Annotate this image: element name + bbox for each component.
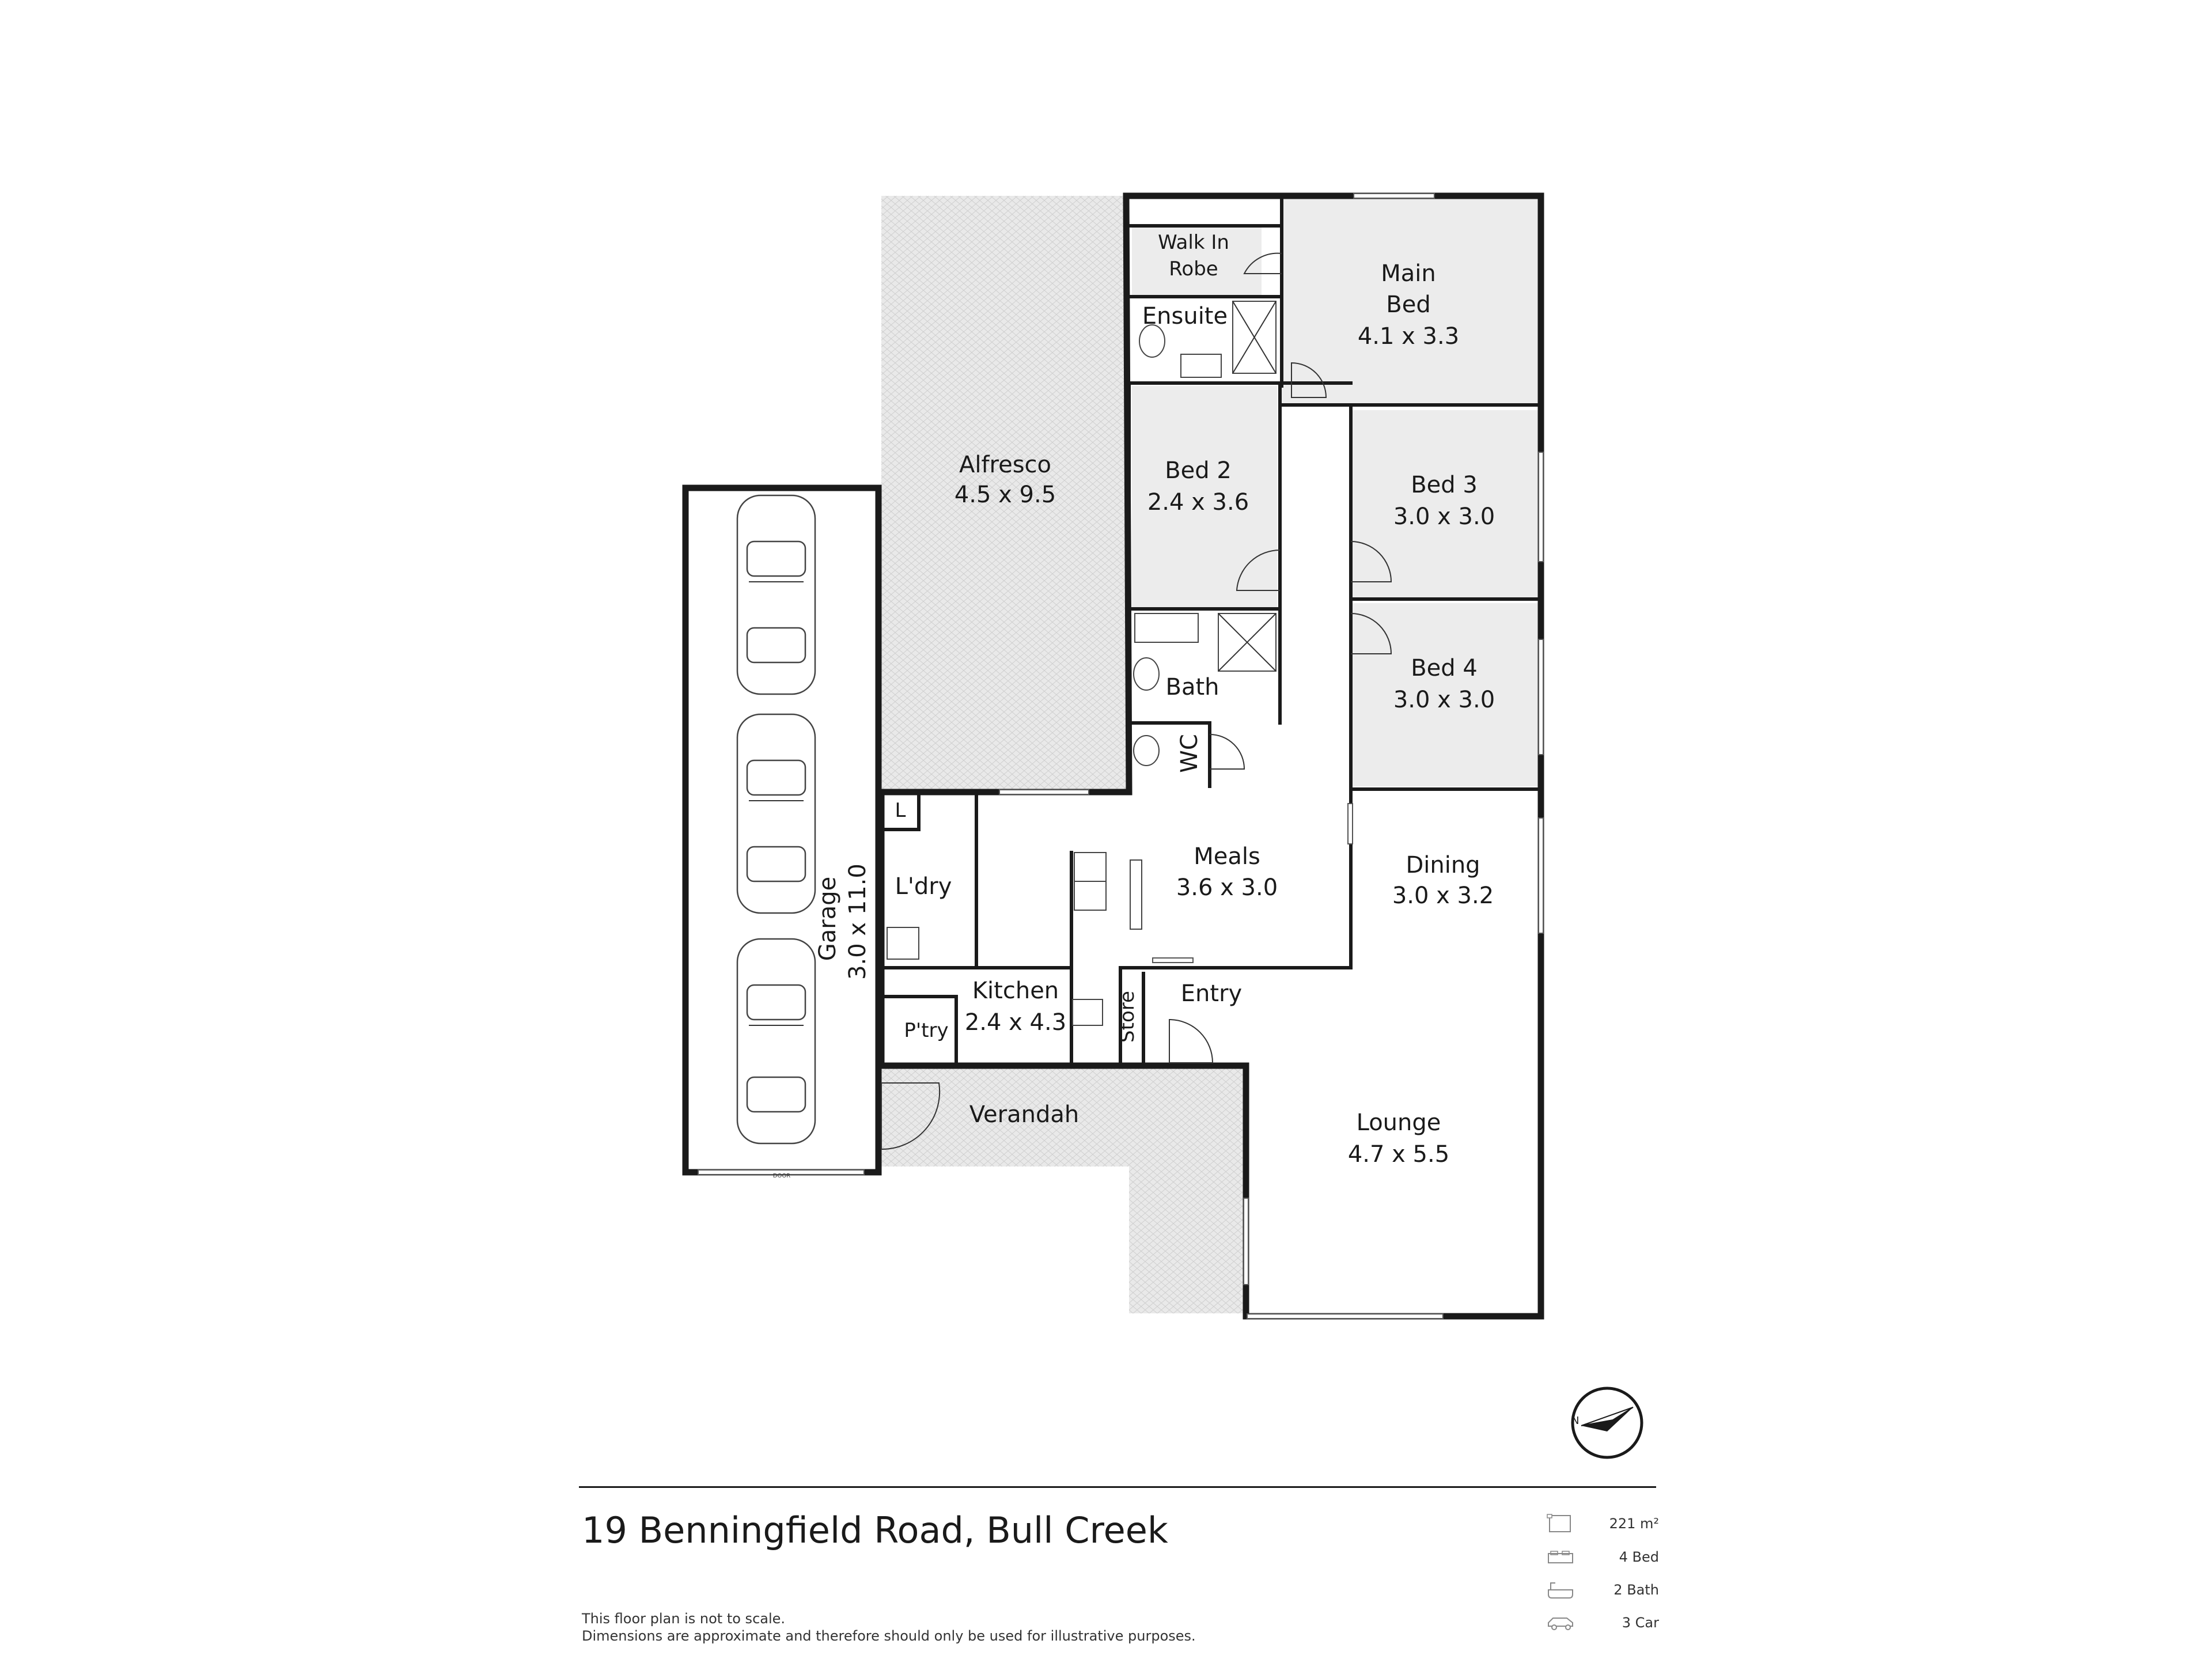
stat-beds-text: 4 Bed [1619, 1549, 1659, 1565]
meals-dims: 3.6 x 3.0 [1176, 874, 1278, 901]
walk-in-robe-label: Walk In [1158, 231, 1229, 254]
garage-door-label: DOOR [773, 1173, 790, 1179]
dining-dims: 3.0 x 3.2 [1392, 882, 1494, 909]
verandah-label: Verandah [969, 1101, 1079, 1128]
door-garage [881, 1082, 941, 1150]
bed3-label: Bed 3 [1411, 472, 1478, 498]
door-entry [1169, 1018, 1214, 1063]
bed2-dims: 2.4 x 3.6 [1147, 489, 1249, 516]
wc-label: WC [1176, 734, 1203, 772]
car-1 [736, 494, 816, 695]
stat-floor-area: 221 m² [1544, 1512, 1659, 1537]
stat-baths: 2 Bath [1544, 1578, 1659, 1604]
door-bed3 [1350, 541, 1392, 582]
lounge-label: Lounge [1357, 1109, 1441, 1136]
garage-dims: 3.0 x 11.0 [844, 863, 871, 980]
property-address: 19 Benningfield Road, Bull Creek [582, 1509, 1168, 1551]
door-main-bed [1243, 252, 1282, 274]
stat-floor-area-text: 221 m² [1609, 1516, 1659, 1532]
main-bed-floor [1282, 199, 1538, 405]
compass-icon: N [1571, 1387, 1643, 1459]
compass-north-label: N [1571, 1415, 1579, 1427]
disclaimer: This floor plan is not to scale. Dimensi… [582, 1610, 1196, 1645]
garage-label: Garage [815, 877, 841, 961]
bed4-dims: 3.0 x 3.0 [1393, 687, 1495, 713]
main-bed-label-2: Bed [1386, 291, 1430, 318]
walk-in-robe-label-2: Robe [1169, 257, 1218, 281]
linen-label: L [895, 799, 906, 822]
car-3 [736, 938, 816, 1145]
door-bed2 [1236, 549, 1281, 591]
lounge-dims: 4.7 x 5.5 [1348, 1141, 1449, 1168]
bed4-floor [1351, 603, 1538, 786]
bed2-floor [1132, 386, 1277, 608]
car-icon [1548, 1618, 1573, 1630]
pantry-label: P'try [904, 1019, 948, 1042]
door-wc [1209, 734, 1245, 770]
walk-in-robe-floor [1132, 226, 1262, 295]
main-bed-label: Main [1381, 260, 1436, 287]
footer-divider [579, 1486, 1656, 1488]
bath-label: Bath [1166, 674, 1219, 700]
meals-label: Meals [1194, 843, 1260, 870]
verandah-floor [881, 1065, 1244, 1313]
door-main-bed-hall [1291, 362, 1327, 398]
kitchen-dims: 2.4 x 4.3 [965, 1009, 1066, 1036]
alfresco-dims: 4.5 x 9.5 [955, 482, 1056, 508]
bed3-dims: 3.0 x 3.0 [1393, 503, 1495, 530]
stat-cars: 3 Car [1544, 1611, 1659, 1637]
door-bed4 [1350, 613, 1392, 654]
stat-baths-text: 2 Bath [1613, 1582, 1659, 1598]
car-2 [736, 713, 816, 914]
disclaimer-line-2: Dimensions are approximate and therefore… [582, 1628, 1196, 1644]
main-bed-dims: 4.1 x 3.3 [1358, 323, 1459, 350]
alfresco-floor [881, 196, 1129, 789]
bed3-floor [1351, 410, 1538, 597]
dining-label: Dining [1406, 852, 1480, 878]
bed-icon [1548, 1551, 1573, 1563]
store-label: Store [1116, 991, 1139, 1043]
bath-icon [1548, 1582, 1573, 1599]
entry-label: Entry [1181, 980, 1242, 1007]
bed2-label: Bed 2 [1165, 457, 1232, 484]
stat-cars-text: 3 Car [1622, 1615, 1659, 1631]
bed4-label: Bed 4 [1411, 655, 1478, 681]
laundry-label: L'dry [895, 873, 952, 900]
floor-area-icon [1547, 1514, 1571, 1532]
stat-beds: 4 Bed [1544, 1546, 1659, 1571]
kitchen-label: Kitchen [972, 978, 1059, 1004]
alfresco-label: Alfresco [959, 452, 1051, 478]
ensuite-label: Ensuite [1142, 303, 1228, 329]
disclaimer-line-1: This floor plan is not to scale. [582, 1611, 786, 1627]
